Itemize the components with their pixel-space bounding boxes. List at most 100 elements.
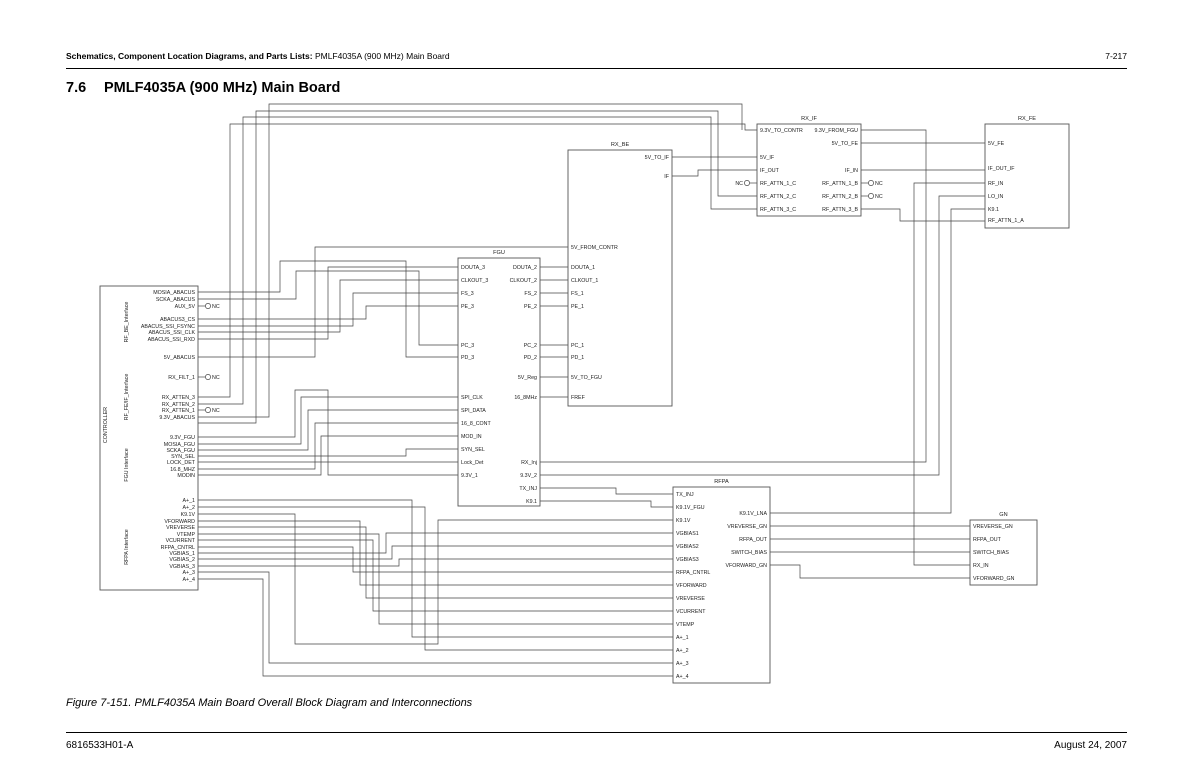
rfpa-pin-a-2: A+_2 <box>676 648 689 654</box>
nc-circle <box>205 303 211 309</box>
wire-mosia-abacus <box>198 260 458 358</box>
gn-box <box>969 519 1038 586</box>
controller-pin-vgbias-1: VGBIAS_1 <box>169 551 195 557</box>
controller-pin-a-1: A+_1 <box>182 498 195 504</box>
rx_if-pin-9-3v-to-contr: 9.3V_TO_CONTR <box>760 128 803 134</box>
rx_be-box <box>567 149 673 407</box>
rfpa-pin-tx-inj: TX_INJ <box>676 492 694 498</box>
controller-pin-vreverse: VREVERSE <box>166 525 195 531</box>
nc-label: NC <box>875 194 883 200</box>
controller-pin-abacus-ssi-rxd: ABACUS_SSI_RXD <box>148 337 196 343</box>
wire-rf-attn-2 <box>198 110 757 424</box>
controller-pin-16-8-mhz: 16.8_MHZ <box>170 467 195 473</box>
controller-pin-rx-atten-1: RX_ATTEN_1 <box>162 408 195 414</box>
wire-if <box>672 169 757 177</box>
controller-group-rf-fe-if-interface: RF_FE/IF_Interface <box>124 374 130 421</box>
nc-circle <box>868 180 874 186</box>
controller-pin-a-4: A+_4 <box>182 577 195 583</box>
wire-vcurrent <box>198 539 673 612</box>
wire-scka-fgu <box>198 409 458 451</box>
fgu-pin-pd-2: PD_2 <box>524 355 537 361</box>
controller-pin-k9-1v: K9.1V <box>181 512 196 518</box>
nc-label: NC <box>212 375 220 381</box>
controller-pin-rx-atten-2: RX_ATTEN_2 <box>162 402 195 408</box>
wire-syn-sel <box>198 448 458 457</box>
rfpa-pin-a-4: A+_4 <box>676 674 689 680</box>
controller-pin-a-2: A+_2 <box>182 505 195 511</box>
wire-rx-atten-3 <box>198 123 757 398</box>
nc-label: NC <box>735 181 743 187</box>
rx_fe-pin-if-out-if: IF_OUT_IF <box>988 166 1015 172</box>
gn-pin-vforward-gn: VFORWARD_GN <box>973 576 1015 582</box>
rx_if-pin-rf-attn-1-b: RF_ATTN_1_B <box>822 181 858 187</box>
fgu-pin-lock-det: Lock_Det <box>461 460 484 466</box>
rx_be-pin-5v-from-contr: 5V_FROM_CONTR <box>571 245 618 251</box>
rfpa-pin-vreverse-gn: VREVERSE_GN <box>727 524 767 530</box>
controller-title: CONTROLLER <box>103 407 109 443</box>
wire-rf-attn-3 <box>861 208 985 222</box>
wire-9v3-abacus <box>198 103 743 418</box>
rx_be-pin-clkout-1: CLKOUT_1 <box>571 278 598 284</box>
fgu-pin-9-3v-2: 9.3V_2 <box>520 473 537 479</box>
fgu-pin-clkout-2: CLKOUT_2 <box>510 278 537 284</box>
rx_be-pin-fref: FREF <box>571 395 586 401</box>
rfpa-pin-a-3: A+_3 <box>676 661 689 667</box>
rx_fe-title: RX_FE <box>1018 116 1036 122</box>
gn-pin-vreverse-gn: VREVERSE_GN <box>973 524 1013 530</box>
footer-date: August 24, 2007 <box>1054 740 1127 751</box>
controller-pin-vgbias-3: VGBIAS_3 <box>169 564 195 570</box>
fgu-pin-16-8mhz: 16_8MHz <box>514 395 537 401</box>
fgu-pin-fs-2: FS_2 <box>524 291 537 297</box>
wire-16-8-mhz <box>198 422 458 470</box>
controller-pin-5v-abacus: 5V_ABACUS <box>164 355 196 361</box>
wire-a3 <box>198 571 673 664</box>
gn-title: GN <box>999 512 1007 518</box>
fgu-pin-rx-inj: RX_Inj <box>521 460 537 466</box>
rfpa-pin-vforward: VFORWARD <box>676 583 707 589</box>
nc-label: NC <box>212 304 220 310</box>
figure-caption: Figure 7-151. PMLF4035A Main Board Overa… <box>66 697 473 709</box>
rfpa-box <box>672 486 771 684</box>
rx_be-pin-5v-to-if: 5V_TO_IF <box>645 155 670 161</box>
controller-pin-rfpa-cntrl: RFPA_CNTRL <box>161 545 195 551</box>
rx_be-pin-fs-1: FS_1 <box>571 291 584 297</box>
nc-circle <box>205 374 211 380</box>
rx_if-pin-rf-attn-2-c: RF_ATTN_2_C <box>760 194 796 200</box>
wire-9v3-from-fgu <box>540 129 927 463</box>
fgu-pin-pd-3: PD_3 <box>461 355 474 361</box>
rfpa-pin-vforward-gn: VFORWARD_GN <box>726 563 768 569</box>
wire-mosia-fgu <box>198 396 458 445</box>
wire-vforward-gn <box>770 564 970 579</box>
controller-group-rfpa-interface: RFPA Interface <box>124 529 130 565</box>
gn-pin-rfpa-out: RFPA_OUT <box>973 537 1002 543</box>
rx_if-pin-rf-attn-1-c: RF_ATTN_1_C <box>760 181 796 187</box>
rx_fe-pin-rf-attn-1-a: RF_ATTN_1_A <box>988 218 1024 224</box>
controller-pin-syn-sel: SYN_SEL <box>171 454 195 460</box>
rx_if-title: RX_IF <box>801 116 817 122</box>
wire-vtemp <box>198 533 673 625</box>
page-number: 7-217 <box>1105 51 1127 61</box>
wire-vgbias-1 <box>198 532 673 554</box>
wire-vgbias-3 <box>198 558 673 567</box>
doc-number: 6816533H01-A <box>66 740 134 751</box>
wire-lo-in <box>540 195 985 476</box>
rx_fe-pin-rf-in: RF_IN <box>988 181 1003 187</box>
nc-label: NC <box>212 408 220 414</box>
controller-pin-vforward: VFORWARD <box>164 519 195 525</box>
wire-a4 <box>198 578 673 677</box>
fgu-pin-spi-clk: SPI_CLK <box>461 395 483 401</box>
wire-rf-in <box>913 182 985 566</box>
nc-circle <box>868 193 874 199</box>
rfpa-pin-switch-bias: SWITCH_BIAS <box>731 550 767 556</box>
fgu-pin-5v-reg: 5V_Reg <box>518 375 537 381</box>
rx_be-pin-pc-1: PC_1 <box>571 343 584 349</box>
fgu-pin-douta-3: DOUTA_3 <box>461 265 485 271</box>
controller-pin-abacus-ssi-clk: ABACUS_SSI_CLK <box>148 330 195 336</box>
nc-circle <box>744 180 750 186</box>
controller-pin-a-3: A+_3 <box>182 570 195 576</box>
rx_if-pin-5v-if: 5V_IF <box>760 155 775 161</box>
header-bold: Schematics, Component Location Diagrams,… <box>66 51 313 61</box>
